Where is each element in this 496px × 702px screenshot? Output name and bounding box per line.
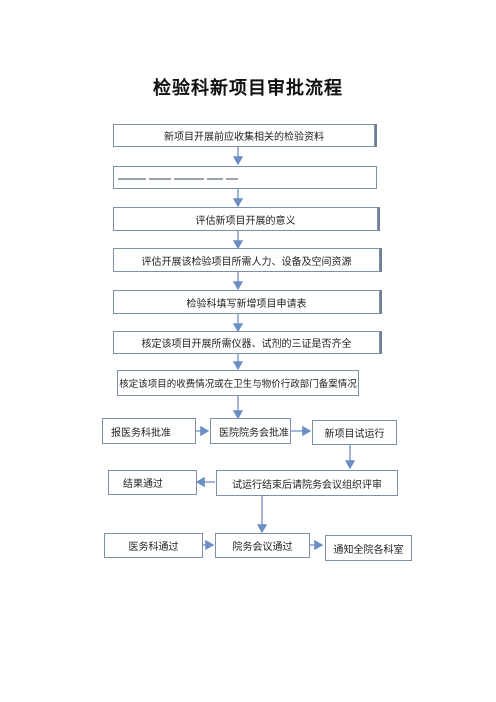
step-notify-departments: 通知全院各科室 <box>325 535 412 561</box>
step-trial-run: 新项目试运行 <box>312 420 397 445</box>
page-title: 检验科新项目审批流程 <box>153 78 343 99</box>
step-council-passed: 院务会议通过 <box>215 533 310 558</box>
step-verify-certificates: 核定该项目开展所需仪器、试剂的三证是否齐全 <box>113 331 380 354</box>
step-collect-materials: 新项目开展前应收集相关的检验资料 <box>113 124 375 147</box>
blurred-text-placeholder <box>118 168 258 180</box>
step-evaluate-resources: 评估开展该检验项目所需人力、设备及空间资源 <box>113 248 380 272</box>
step-medical-dept-passed: 医务科通过 <box>104 533 203 558</box>
step-medical-dept-approval: 报医务科批准 <box>102 418 196 444</box>
step-hospital-council-approval: 医院院务会批准 <box>210 418 291 444</box>
step-evaluate-significance: 评估新项目开展的意义 <box>113 207 378 231</box>
step-council-review: 试运行结束后请院务会议组织评审 <box>216 470 398 496</box>
step-verify-charges: 核定该项目的收费情况或在卫生与物价行政部门备案情况 <box>117 370 359 396</box>
step-fill-application: 检验科填写新增项目申请表 <box>113 290 380 314</box>
step-blurred <box>113 166 377 189</box>
step-result-passed: 结果通过 <box>108 470 197 495</box>
